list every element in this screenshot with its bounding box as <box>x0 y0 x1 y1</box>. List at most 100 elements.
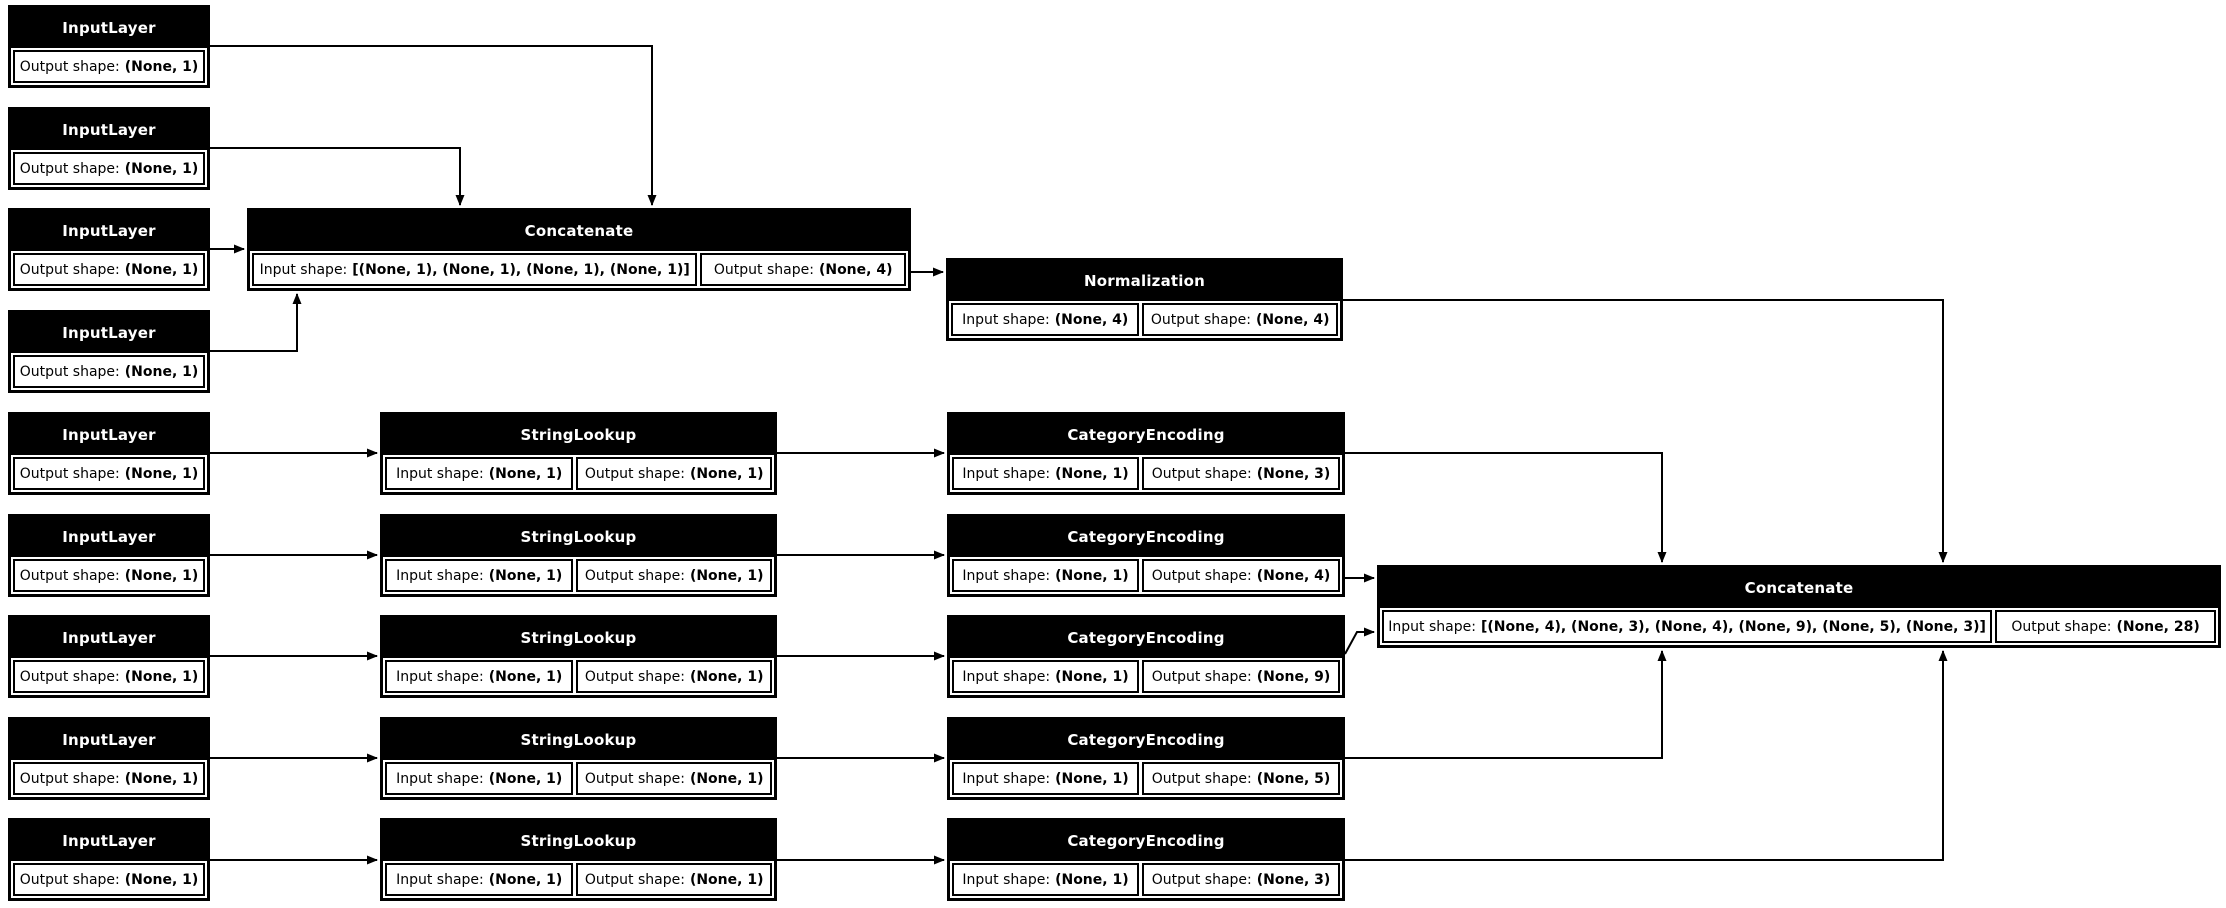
shape-value: (None, 1) <box>124 261 199 278</box>
shape-value: (None, 3) <box>1256 465 1331 482</box>
shape-value: (None, 1) <box>689 465 764 482</box>
shape-label: Output shape: <box>19 58 120 75</box>
shape-value: (None, 1) <box>124 160 199 177</box>
layer-shape-cells: Output shape:(None, 1) <box>11 861 207 898</box>
shape-value: (None, 4) <box>1256 567 1331 584</box>
layer-title: Normalization <box>949 261 1340 301</box>
edge-normalization-to-concatenate_2 <box>1343 299 1948 563</box>
cell-input-shape: Input shape:(None, 1) <box>952 660 1140 693</box>
layer-title: InputLayer <box>11 720 207 760</box>
cell-output-shape: Output shape:(None, 1) <box>576 660 772 693</box>
shape-value: (None, 4) <box>1054 311 1129 328</box>
cell-output-shape: Output shape:(None, 28) <box>1995 610 2216 643</box>
edge-categoryencoding_3-to-concatenate_2 <box>1344 627 1375 655</box>
shape-label: Input shape: <box>962 770 1051 787</box>
shape-label: Output shape: <box>1150 311 1251 328</box>
edge-input_2-to-concatenate_1 <box>210 147 465 206</box>
shape-label: Output shape: <box>19 465 120 482</box>
shape-value: (None, 1) <box>488 567 563 584</box>
layer-shape-cells: Output shape:(None, 1) <box>11 760 207 797</box>
shape-value: (None, 1) <box>488 871 563 888</box>
node-concatenate: Concatenate Input shape:[(None, 4), (Non… <box>1377 565 2221 648</box>
shape-label: Input shape: <box>396 871 484 888</box>
layer-title: InputLayer <box>11 313 207 353</box>
shape-value: [(None, 4), (None, 3), (None, 4), (None,… <box>1480 618 1986 635</box>
layer-shape-cells: Input shape:(None, 1) Output shape:(None,… <box>383 861 774 898</box>
node-inputlayer: InputLayer Output shape:(None, 1) <box>8 514 210 597</box>
shape-value: (None, 1) <box>689 567 764 584</box>
shape-value: (None, 1) <box>1055 668 1129 685</box>
edge-input_4-to-concatenate_1 <box>210 293 302 352</box>
cell-output-shape: Output shape:(None, 3) <box>1142 457 1340 490</box>
cell-output-shape: Output shape:(None, 1) <box>13 152 205 185</box>
cell-input-shape: Input shape:(None, 4) <box>951 303 1140 336</box>
shape-label: Output shape: <box>1151 770 1252 787</box>
layer-title: StringLookup <box>383 415 774 455</box>
shape-value: (None, 1) <box>689 668 764 685</box>
shape-value: (None, 1) <box>488 465 563 482</box>
shape-label: Output shape: <box>584 871 685 888</box>
layer-title: StringLookup <box>383 618 774 658</box>
shape-label: Input shape: <box>1388 618 1476 635</box>
node-inputlayer: InputLayer Output shape:(None, 1) <box>8 208 210 291</box>
cell-input-shape: Input shape:[(None, 4), (None, 3), (None… <box>1382 610 1993 643</box>
shape-label: Input shape: <box>396 668 484 685</box>
shape-label: Input shape: <box>396 465 484 482</box>
layer-title: StringLookup <box>383 517 774 557</box>
shape-label: Output shape: <box>19 668 120 685</box>
cell-output-shape: Output shape:(None, 1) <box>13 50 205 83</box>
cell-output-shape: Output shape:(None, 1) <box>13 559 205 592</box>
layer-shape-cells: Output shape:(None, 1) <box>11 658 207 695</box>
layer-title: CategoryEncoding <box>950 618 1342 658</box>
cell-output-shape: Output shape:(None, 1) <box>576 863 772 896</box>
node-inputlayer: InputLayer Output shape:(None, 1) <box>8 717 210 800</box>
shape-value: (None, 1) <box>1055 871 1129 888</box>
cell-output-shape: Output shape:(None, 3) <box>1142 863 1340 896</box>
cell-output-shape: Output shape:(None, 9) <box>1142 660 1340 693</box>
node-concatenate: Concatenate Input shape:[(None, 1), (Non… <box>247 208 911 291</box>
cell-output-shape: Output shape:(None, 1) <box>13 762 205 795</box>
layer-title: InputLayer <box>11 8 207 48</box>
shape-label: Output shape: <box>1151 668 1252 685</box>
cell-input-shape: Input shape:(None, 1) <box>385 457 574 490</box>
cell-input-shape: Input shape:(None, 1) <box>952 762 1140 795</box>
node-inputlayer: InputLayer Output shape:(None, 1) <box>8 615 210 698</box>
shape-label: Input shape: <box>396 567 484 584</box>
layer-shape-cells: Input shape:[(None, 4), (None, 3), (None… <box>1380 608 2218 645</box>
shape-label: Input shape: <box>259 261 348 278</box>
cell-input-shape: Input shape:(None, 1) <box>952 863 1140 896</box>
layer-title: InputLayer <box>11 110 207 150</box>
shape-label: Input shape: <box>962 311 1050 328</box>
shape-label: Output shape: <box>19 261 120 278</box>
edge-categoryencoding_1-to-concatenate_2 <box>1345 452 1667 563</box>
layer-title: StringLookup <box>383 821 774 861</box>
shape-value: (None, 5) <box>1256 770 1331 787</box>
shape-label: Output shape: <box>584 567 685 584</box>
layer-shape-cells: Output shape:(None, 1) <box>11 455 207 492</box>
shape-label: Output shape: <box>1151 465 1252 482</box>
shape-value: (None, 3) <box>1256 871 1331 888</box>
shape-value: (None, 28) <box>2116 618 2200 635</box>
shape-label: Output shape: <box>2011 618 2112 635</box>
cell-output-shape: Output shape:(None, 1) <box>13 355 205 388</box>
node-inputlayer: InputLayer Output shape:(None, 1) <box>8 818 210 901</box>
layer-shape-cells: Output shape:(None, 1) <box>11 48 207 85</box>
shape-label: Input shape: <box>962 465 1051 482</box>
node-categoryencoding: CategoryEncoding Input shape:(None, 1)Ou… <box>947 717 1345 800</box>
cell-input-shape: Input shape:(None, 1) <box>385 559 574 592</box>
cell-input-shape: Input shape:[(None, 1), (None, 1), (None… <box>252 253 698 286</box>
shape-label: Output shape: <box>19 160 120 177</box>
layer-shape-cells: Input shape:(None, 1)Output shape:(None,… <box>383 557 774 594</box>
node-stringlookup: StringLookup Input shape:(None, 1) Output… <box>380 818 777 901</box>
cell-output-shape: Output shape:(None, 4) <box>700 253 906 286</box>
node-inputlayer: InputLayer Output shape:(None, 1) <box>8 310 210 393</box>
layer-title: CategoryEncoding <box>950 821 1342 861</box>
node-categoryencoding: CategoryEncoding Input shape:(None, 1)Ou… <box>947 514 1345 597</box>
layer-shape-cells: Input shape:(None, 1)Output shape:(None,… <box>950 760 1342 797</box>
cell-output-shape: Output shape:(None, 5) <box>1142 762 1340 795</box>
cell-output-shape: Output shape:(None, 1) <box>13 457 205 490</box>
node-normalization: Normalization Input shape:(None, 4) Outpu… <box>946 258 1343 341</box>
edge-categoryencoding_5-to-concatenate_2 <box>1345 650 1948 861</box>
